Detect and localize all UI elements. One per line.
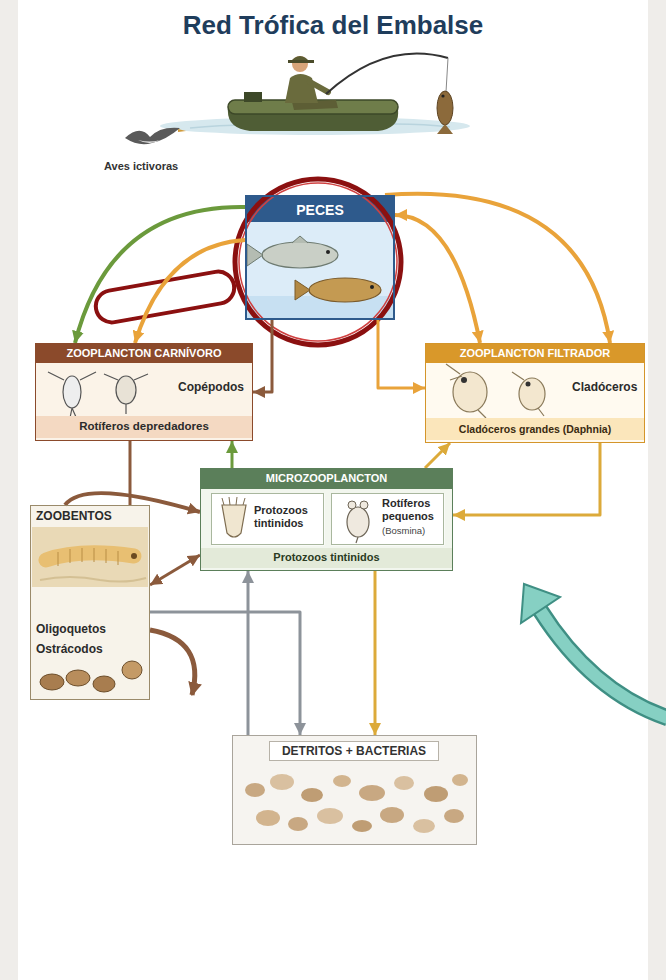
consumer-box: ZOOBENTOS OligoquetosOstrácodos [30, 505, 150, 700]
organism-name: Protozoos tintinidos [254, 504, 320, 530]
organism-name: Cladóceros [572, 380, 642, 394]
box-heading: ZOOBENTOS [36, 509, 144, 523]
consumer-box: MICROZOOPLANCTONProtozoos tintinidosProt… [200, 468, 453, 571]
box-footer: Cladóceros grandes (Daphnia) [426, 418, 644, 440]
consumer-box: ZOOPLANCTON FILTRADOR CladócerosCladócero… [425, 343, 645, 443]
annotation-label: Aves ictivoras [104, 160, 204, 173]
organism-note: (Bosmina) [382, 525, 442, 536]
food-flow-arrow [378, 320, 425, 388]
food-flow-arrow [150, 612, 300, 735]
food-flow-arrow [247, 571, 250, 735]
organism-box: Protozoos tintinidos [211, 493, 324, 545]
source-box: DETRITOS + BACTERIAS [232, 735, 477, 845]
food-flow-arrow [453, 443, 600, 515]
food-flow-arrow [395, 215, 480, 343]
organism-name: Oligoquetos [36, 622, 144, 636]
food-flow-arrow [374, 571, 377, 735]
food-flow-arrow [150, 555, 200, 585]
organism-name: Copépodos [178, 380, 250, 394]
consumer-box: ZOOPLANCTON CARNÍVORO CopépodosRotíferos … [35, 343, 253, 441]
organism-name: Ostrácodos [36, 642, 144, 656]
food-flow-arrow [425, 443, 450, 468]
box-heading: DETRITOS + BACTERIAS [269, 741, 439, 761]
food-flow-arrow [231, 441, 234, 468]
food-flow-arrow [385, 194, 610, 343]
box-footer: Rotíferos depredadores [36, 416, 252, 438]
box-heading: MICROZOOPLANCTON [201, 469, 452, 489]
food-flow-arrow [75, 207, 245, 343]
consumer-box: PECES [245, 195, 395, 320]
food-flow-arrow [253, 320, 272, 392]
box-heading: PECES [247, 197, 393, 223]
food-flow-arrow [135, 240, 245, 343]
box-heading: ZOOPLANCTON FILTRADOR [426, 344, 644, 363]
diagram-title: Red Trófica del Embalse [20, 10, 646, 41]
box-heading: ZOOPLANCTON CARNÍVORO [36, 344, 252, 363]
organism-box: Rotíferos pequenos (Bosmina) [331, 493, 444, 545]
organism-name: Rotíferos pequenos [382, 497, 442, 523]
box-footer: Protozoos tintinidos [201, 548, 452, 568]
